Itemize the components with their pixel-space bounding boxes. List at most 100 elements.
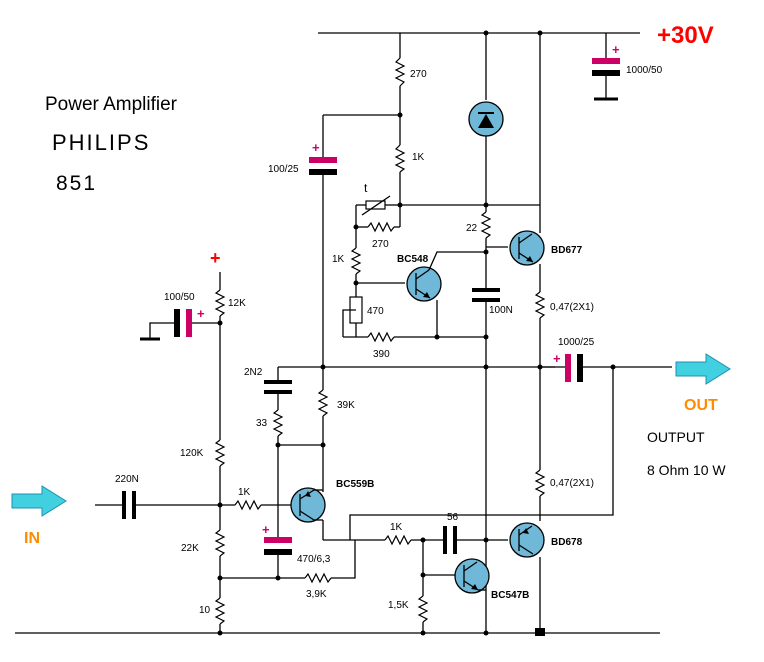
capacitor-100-25: + (309, 140, 337, 175)
resistor-047-top (534, 291, 546, 319)
output-desc-label: OUTPUT (647, 429, 705, 445)
resistor-270-top (394, 57, 406, 87)
plus-supply-mark: + (210, 248, 221, 268)
capacitor-56 (443, 526, 457, 554)
capacitor-1000-50: + (592, 33, 620, 101)
label-c1000-50: 1000/50 (626, 65, 663, 76)
resistor-270-mid (367, 221, 395, 233)
transistor-bc547b (454, 558, 490, 594)
label-r470: 470 (367, 306, 384, 317)
label-q-bd677: BD677 (551, 245, 583, 256)
junction-dot (537, 30, 543, 36)
junction-dot (217, 575, 223, 581)
label-r1k-in: 1K (238, 487, 251, 498)
label-q-bd678: BD678 (551, 537, 583, 548)
resistor-22 (480, 211, 492, 239)
title-line-2: PHILIPS (52, 130, 150, 155)
resistor-39k (317, 389, 329, 417)
output-label: OUT (684, 397, 718, 414)
supply-voltage-label: +30V (657, 22, 714, 49)
label-r22: 22 (466, 223, 478, 234)
label-q-bc548: BC548 (397, 254, 429, 265)
label-r270-top: 270 (410, 69, 427, 80)
junction-dot (483, 537, 489, 543)
label-c220n: 220N (115, 474, 139, 485)
label-r047-bot: 0,47(2X1) (550, 478, 594, 489)
plus-mark: + (612, 42, 620, 57)
junction-dot (483, 334, 489, 340)
label-c2n2: 2N2 (244, 367, 263, 378)
label-r1k-left: 1K (332, 254, 345, 265)
plus-mark: + (262, 522, 270, 537)
label-r33: 33 (256, 418, 268, 429)
label-q-bc547b: BC547B (491, 590, 529, 601)
resistor-1k-left (350, 247, 362, 275)
resistor-1k-bottom (384, 534, 412, 546)
capacitor-1000-25: + (553, 351, 583, 382)
label-r047-top: 0,47(2X1) (550, 302, 594, 313)
label-r1k-top: 1K (412, 152, 425, 163)
label-r390: 390 (373, 349, 390, 360)
resistor-22k (214, 529, 226, 557)
junction-dot (483, 30, 489, 36)
input-label: IN (24, 530, 40, 547)
wire (428, 251, 486, 271)
plus-mark: + (553, 351, 561, 366)
label-r270-mid: 270 (372, 239, 389, 250)
resistor-3-9k (304, 572, 332, 584)
capacitor-100-50: + (174, 306, 205, 337)
resistor-1k-input (234, 499, 262, 511)
resistor-10 (214, 597, 226, 625)
resistor-390 (367, 331, 395, 343)
label-r12k: 12K (228, 298, 246, 309)
input-arrow-icon (11, 485, 67, 517)
output-spec-label: 8 Ohm 10 W (647, 462, 726, 478)
junction-dot (275, 575, 281, 581)
transistor-bd677 (509, 230, 545, 266)
capacitor-220n (122, 491, 136, 519)
resistor-12k (214, 289, 226, 317)
label-r1k-bot: 1K (390, 522, 403, 533)
junction-dot (217, 630, 223, 636)
junction-dot (483, 364, 489, 370)
label-c470: 470/6,3 (297, 554, 331, 565)
label-r1-5k: 1,5K (388, 600, 409, 611)
junction-dot (420, 630, 426, 636)
capacitor-100n (472, 288, 500, 302)
wire (331, 540, 356, 579)
label-c100-25: 100/25 (268, 164, 299, 175)
label-thermistor: t (364, 181, 368, 195)
wire (349, 367, 614, 540)
label-r10: 10 (199, 605, 211, 616)
label-c1000-25: 1000/25 (558, 337, 595, 348)
transistor-bc548 (406, 266, 442, 302)
capacitor-2n2 (264, 380, 292, 394)
resistor-047-bot (534, 469, 546, 497)
label-q-bc559b: BC559B (336, 479, 374, 490)
resistor-1k-top (394, 144, 406, 173)
label-c56: 56 (447, 512, 459, 523)
title-line-3: 851 (56, 172, 97, 195)
plus-mark: + (197, 306, 205, 321)
resistor-33 (272, 409, 284, 437)
junction-dot (320, 442, 326, 448)
wire (149, 322, 174, 338)
label-r22k: 22K (181, 543, 199, 554)
ground-tab (535, 628, 545, 636)
plus-mark: + (312, 140, 320, 155)
label-c100-50: 100/50 (164, 292, 195, 303)
transistor-bd678 (509, 522, 545, 558)
transistor-bc559b (290, 487, 326, 523)
capacitor-470-6-3: + (262, 522, 292, 555)
output-arrow-icon (675, 353, 731, 385)
thermistor (365, 200, 386, 210)
thermistor-slash (361, 195, 391, 216)
title-line-1: Power Amplifier (45, 94, 178, 115)
junction-dot (483, 630, 489, 636)
label-c100n: 100N (489, 305, 513, 316)
label-r120k: 120K (180, 448, 204, 459)
junction-dot (483, 249, 489, 255)
resistor-1-5k (417, 595, 429, 623)
